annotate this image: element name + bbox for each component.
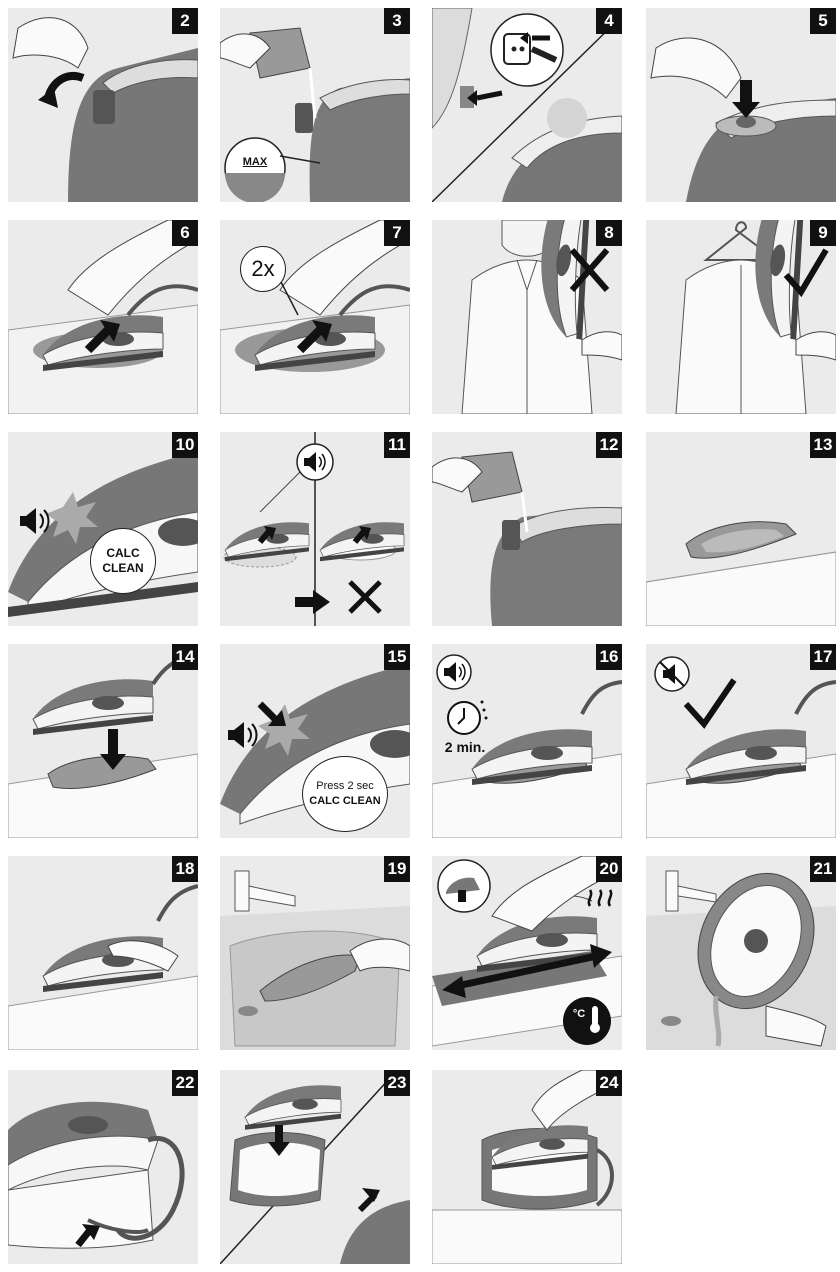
step-3-panel: MAX 3 bbox=[220, 8, 410, 202]
step-number: 5 bbox=[810, 8, 836, 34]
step-number: 18 bbox=[172, 856, 198, 882]
speaker-muted-icon bbox=[659, 661, 685, 687]
step-number: 20 bbox=[596, 856, 622, 882]
step-number: 15 bbox=[384, 644, 410, 670]
store-cord-illustration bbox=[8, 1101, 185, 1249]
step-number: 14 bbox=[172, 644, 198, 670]
descale-procedure-illustration bbox=[223, 432, 405, 626]
step-number: 24 bbox=[596, 1070, 622, 1096]
step-21-panel: 21 bbox=[646, 856, 836, 1050]
steam-boost-illustration bbox=[8, 220, 198, 414]
step-13-panel: 13 bbox=[646, 432, 836, 626]
calc-clean-bubble: CALC CLEAN bbox=[90, 528, 156, 594]
speaker-sound-icon bbox=[444, 662, 466, 682]
calc-label: CALC bbox=[106, 546, 140, 560]
step-7-panel: 2x 7 bbox=[220, 220, 410, 414]
step-number: 8 bbox=[596, 220, 622, 246]
step-number: 2 bbox=[172, 8, 198, 34]
step-16-panel: 2 min. 16 bbox=[432, 644, 622, 838]
step-number: 13 bbox=[810, 432, 836, 458]
double-press-illustration bbox=[220, 220, 410, 414]
cross-mark-icon bbox=[348, 580, 382, 614]
empty-tank-illustration bbox=[646, 870, 836, 1050]
vertical-steam-hanger-illustration bbox=[675, 220, 836, 414]
refill-tank-illustration bbox=[432, 451, 622, 626]
calc-clean-light-illustration bbox=[8, 452, 198, 617]
step-10-panel: CALC CLEAN 10 bbox=[8, 432, 198, 626]
twice-label: 2x bbox=[251, 256, 275, 281]
step-4-panel: 4 bbox=[432, 8, 622, 202]
step-9-panel: 9 bbox=[646, 220, 836, 414]
check-mark-icon bbox=[683, 678, 737, 729]
plug-in-illustration bbox=[432, 8, 622, 202]
step-14-panel: 14 bbox=[8, 644, 198, 838]
step-number: 19 bbox=[384, 856, 410, 882]
step-8-panel: 8 bbox=[432, 220, 622, 414]
step-20-panel: °C 20 bbox=[432, 856, 622, 1050]
double-arrow-icon bbox=[442, 944, 612, 998]
lift-iron-illustration bbox=[8, 884, 198, 1050]
max-label: MAX bbox=[242, 156, 268, 168]
done-silent-illustration bbox=[646, 656, 836, 838]
vertical-steam-wrong-illustration bbox=[461, 220, 622, 414]
step-number: 6 bbox=[172, 220, 198, 246]
step-24-panel: 24 bbox=[432, 1070, 622, 1264]
timer-icon bbox=[447, 700, 488, 735]
remove-tank-illustration bbox=[12, 17, 198, 202]
step-number: 17 bbox=[810, 644, 836, 670]
thermometer-icon bbox=[563, 997, 611, 1045]
step-number: 11 bbox=[384, 432, 410, 458]
step-17-panel: 17 bbox=[646, 644, 836, 838]
step-number: 3 bbox=[384, 8, 410, 34]
step-22-panel: 22 bbox=[8, 1070, 198, 1264]
step-6-panel: 6 bbox=[8, 220, 198, 414]
step-11-panel: 11 bbox=[220, 432, 410, 626]
calc-clean-label: CALC CLEAN bbox=[309, 795, 381, 807]
power-button-illustration bbox=[650, 37, 836, 202]
place-on-tray-illustration bbox=[8, 652, 198, 838]
press-calc-clean-bubble: Press 2 sec CALC CLEAN bbox=[302, 756, 388, 832]
fill-tank-illustration bbox=[220, 27, 410, 202]
step-number: 22 bbox=[172, 1070, 198, 1096]
speaker-sound-icon bbox=[228, 722, 258, 748]
speaker-sound-icon bbox=[20, 508, 50, 534]
step-number: 4 bbox=[596, 8, 622, 34]
step-18-panel: 18 bbox=[8, 856, 198, 1050]
step-number: 21 bbox=[810, 856, 836, 882]
carry-unit-illustration bbox=[432, 1070, 622, 1264]
speaker-sound-icon bbox=[304, 452, 326, 472]
step-number: 9 bbox=[810, 220, 836, 246]
temperature-label: °C bbox=[572, 1008, 586, 1020]
step-number: 12 bbox=[596, 432, 622, 458]
step-12-panel: 12 bbox=[432, 432, 622, 626]
lock-iron-illustration bbox=[220, 1077, 410, 1264]
step-5-panel: 5 bbox=[646, 8, 836, 202]
step-number: 16 bbox=[596, 644, 622, 670]
step-23-panel: 23 bbox=[220, 1070, 410, 1264]
press-2-sec-label: Press 2 sec bbox=[316, 780, 374, 792]
step-number: 10 bbox=[172, 432, 198, 458]
calc-clean-tray-illustration bbox=[646, 521, 836, 626]
step-number: 23 bbox=[384, 1070, 410, 1096]
wait-two-minutes-illustration bbox=[432, 654, 622, 838]
step-19-panel: 19 bbox=[220, 856, 410, 1050]
step-2-panel: 2 bbox=[8, 8, 198, 202]
step-number: 7 bbox=[384, 220, 410, 246]
steam-waves-icon bbox=[587, 889, 613, 907]
check-mark-icon bbox=[783, 248, 829, 298]
clean-label: CLEAN bbox=[102, 561, 144, 575]
step-15-panel: Press 2 sec CALC CLEAN 15 bbox=[220, 644, 410, 838]
cross-mark-icon bbox=[569, 248, 610, 292]
rinse-tray-illustration bbox=[220, 870, 410, 1050]
two-min-label: 2 min. bbox=[444, 739, 486, 755]
twice-bubble: 2x bbox=[240, 246, 286, 292]
iron-dry-illustration bbox=[432, 856, 622, 1047]
